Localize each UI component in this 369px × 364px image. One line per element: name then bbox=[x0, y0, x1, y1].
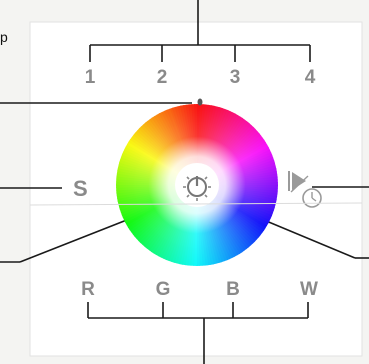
zone-2-button[interactable]: 2 bbox=[150, 68, 174, 88]
channel-w-button[interactable]: W bbox=[297, 280, 321, 300]
zone-4-button[interactable]: 4 bbox=[298, 68, 322, 88]
zone-3-button[interactable]: 3 bbox=[223, 68, 247, 88]
zone-1-button[interactable]: 1 bbox=[78, 68, 102, 88]
channel-b-button[interactable]: B bbox=[221, 280, 245, 300]
channel-g-button[interactable]: G bbox=[151, 280, 175, 300]
corner-text: p bbox=[0, 30, 8, 44]
channel-r-button[interactable]: R bbox=[76, 280, 100, 300]
speed-button[interactable]: S bbox=[73, 178, 88, 200]
status-led-dot bbox=[198, 99, 203, 106]
